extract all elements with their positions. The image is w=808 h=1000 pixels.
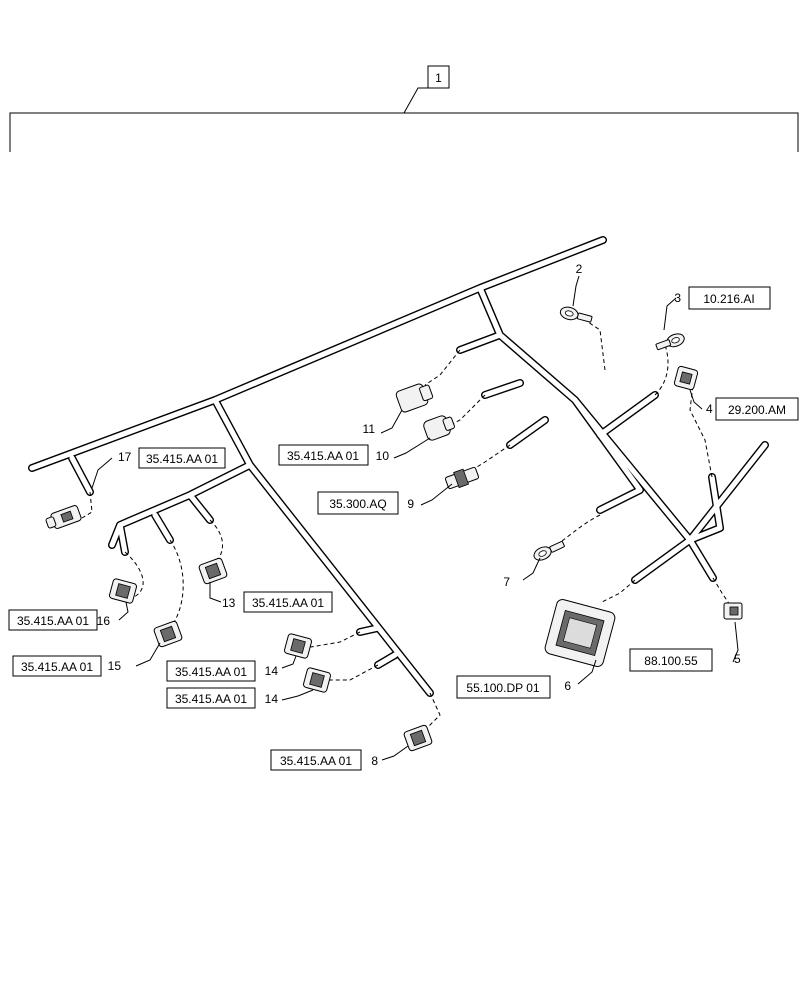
callout-3-ref: 10.216.AI	[703, 292, 754, 306]
callout-4-number: 4	[706, 402, 713, 416]
callout-16-number: 16	[97, 614, 111, 628]
callout-9-number: 9	[407, 497, 414, 511]
callout-6-number: 6	[564, 679, 571, 693]
control-module-6	[544, 599, 616, 667]
connector-12	[198, 557, 228, 585]
connector-4	[673, 365, 699, 391]
callout-17-ref: 35.415.AA 01	[146, 452, 218, 466]
callout-14-number: 14	[265, 692, 279, 706]
connector-5	[723, 602, 743, 620]
callout-10-number: 10	[376, 449, 390, 463]
callout-13-ref: 35.415.AA 01	[175, 665, 247, 679]
callout-13-number: 14	[265, 664, 279, 678]
callout-17-number: 17	[118, 450, 132, 464]
connector-11	[395, 383, 434, 413]
connector-17	[45, 505, 82, 529]
callout-5-ref: 88.100.55	[644, 654, 698, 668]
callout-7-number: 7	[503, 575, 510, 589]
connector-10	[423, 415, 455, 441]
callout-numbers: 17 16 15 13 14 14 8 11 10 9 2 3 4 5 6 7	[97, 262, 741, 768]
callout-2-number: 2	[576, 262, 583, 276]
callout-12-ref: 35.415.AA 01	[252, 596, 324, 610]
connector-8	[403, 724, 433, 752]
callout-4-ref: 29.200.AM	[728, 403, 786, 417]
callout-10-ref: 35.415.AA 01	[287, 449, 359, 463]
ring-terminal-7	[533, 540, 565, 561]
callout-14-ref: 35.415.AA 01	[175, 692, 247, 706]
wire-harness-core	[29, 237, 768, 696]
wire-leads	[81, 317, 731, 736]
callout-16-ref: 35.415.AA 01	[17, 614, 89, 628]
callout-11-number: 11	[363, 422, 376, 436]
callout-12-number: 13	[222, 596, 236, 610]
callout-9-ref: 35.300.AQ	[329, 497, 386, 511]
wire-harness	[28, 236, 769, 697]
assembly-item-number: 1	[435, 71, 442, 85]
callout-15-ref: 35.415.AA 01	[21, 660, 93, 674]
callout-8-number: 8	[371, 754, 378, 768]
callout-8-ref: 35.415.AA 01	[280, 754, 352, 768]
callout-ref-boxes: 35.415.AA 01 35.415.AA 01 35.415.AA 01 3…	[8, 286, 799, 771]
connector-16	[108, 578, 138, 604]
assembly-item-box	[427, 65, 450, 89]
connector-15	[153, 620, 183, 648]
callout-5-number: 5	[734, 652, 741, 666]
ring-terminal-2	[559, 306, 593, 323]
callout-15-number: 15	[108, 659, 122, 673]
connector-9	[444, 466, 480, 490]
connector-13	[283, 633, 313, 659]
assembly-bracket: 1	[9, 65, 799, 152]
leader-lines	[91, 275, 739, 761]
connector-14	[302, 667, 332, 693]
callout-6-ref: 55.100.DP 01	[466, 681, 539, 695]
ring-terminal-3	[655, 333, 685, 351]
callout-3-number: 3	[674, 291, 681, 305]
